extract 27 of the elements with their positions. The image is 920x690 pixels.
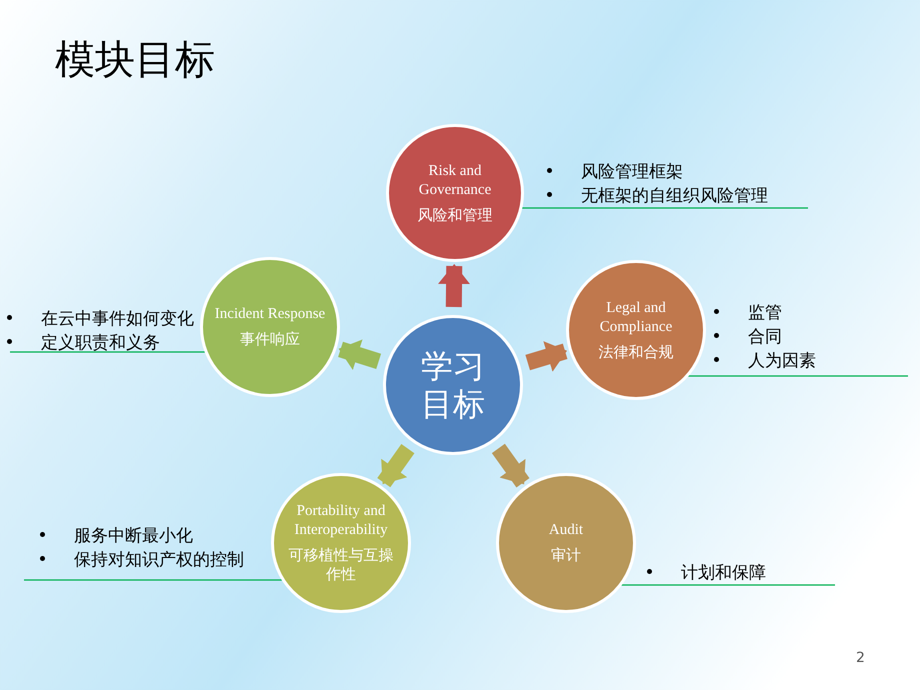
circle-text: 法律和合规 — [598, 342, 674, 362]
bullet-item: 在云中事件如何变化 — [5, 307, 194, 330]
circle-text: Incident Response — [214, 305, 326, 324]
bullet-item: 风险管理框架 — [545, 160, 683, 183]
circle-text: Risk and Governance — [418, 162, 492, 200]
circle-text: Legal and Compliance — [598, 298, 674, 336]
arrow — [338, 340, 382, 370]
circle-text: 审计 — [550, 546, 582, 565]
bullet-item: 服务中断最小化 — [38, 524, 193, 547]
bullet-item: 保持对知识产权的控制 — [38, 548, 244, 571]
bullet-item: 无框架的自组织风险管理 — [545, 184, 768, 207]
bullet-item: 合同 — [712, 325, 782, 348]
arrow — [438, 264, 470, 308]
slide-title: 模块目标 — [55, 36, 215, 85]
circle-text: 事件响应 — [239, 330, 301, 349]
circle-text: 可移植性与互操作性 — [288, 546, 394, 584]
bullet-item: 定义职责和义务 — [5, 331, 160, 354]
arrow — [377, 444, 414, 488]
page-number: 2 — [856, 650, 865, 666]
arrow — [492, 444, 530, 488]
bullet-item: 人为因素 — [712, 349, 816, 372]
circle-text: Portability and Interoperability — [293, 502, 389, 540]
circle-text: 风险和管理 — [416, 206, 494, 224]
bullet-item: 计划和保障 — [645, 561, 766, 584]
circle-text: Audit — [548, 521, 584, 540]
bullet-item: 监管 — [712, 301, 782, 324]
circle-text: 学习目标 — [420, 347, 486, 423]
